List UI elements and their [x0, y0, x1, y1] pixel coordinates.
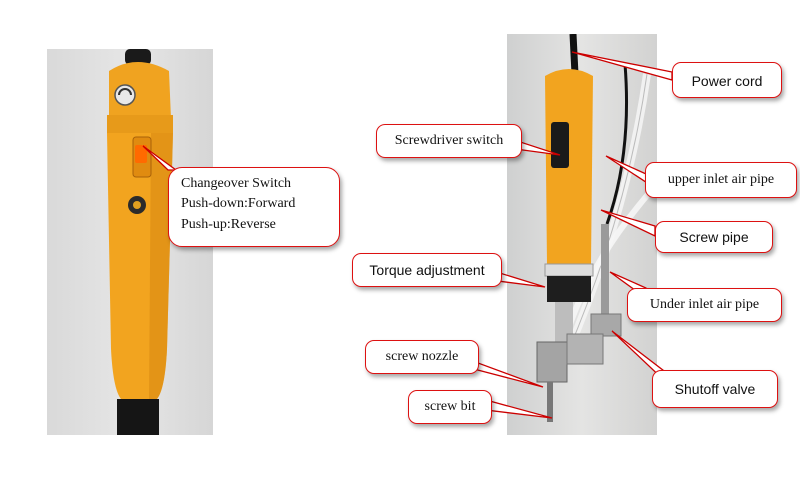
upper-inlet-air-pipe-label: upper inlet air pipe	[667, 172, 775, 187]
callout-screw-nozzle: screw nozzle	[365, 340, 479, 374]
screw-bit-label: screw bit	[424, 399, 476, 414]
callout-screw-bit: screw bit	[408, 390, 492, 424]
torque-adjustment-label: Torque adjustment	[369, 262, 485, 278]
screw-pipe-label: Screw pipe	[679, 229, 749, 245]
callout-screwdriver-switch: Screwdriver switch	[376, 124, 522, 158]
changeover-line-1: Changeover Switch	[181, 176, 292, 191]
power-cord-label: Power cord	[691, 73, 763, 89]
callout-screw-pipe: Screw pipe	[655, 221, 773, 253]
screwdriver-illustration	[107, 49, 173, 435]
callout-shutoff-valve: Shutoff valve	[652, 370, 778, 408]
under-inlet-air-pipe-label: Under inlet air pipe	[649, 297, 760, 312]
screw-nozzle-label: screw nozzle	[385, 349, 459, 364]
screwdriver-switch-label: Screwdriver switch	[394, 133, 504, 148]
callout-power-cord: Power cord	[672, 62, 782, 98]
callout-under-inlet-air-pipe: Under inlet air pipe	[627, 288, 782, 322]
callout-upper-inlet-air-pipe: upper inlet air pipe	[645, 162, 797, 198]
changeover-line-2: Push-down:Forward	[181, 196, 296, 212]
shutoff-valve-label: Shutoff valve	[674, 381, 756, 397]
changeover-line-3: Push-up:Reverse	[181, 216, 276, 232]
callout-changeover-switch: Changeover Switch Push-down:Forward Push…	[168, 167, 340, 247]
callout-torque-adjustment: Torque adjustment	[352, 253, 502, 287]
screwdriver-assembly-photo-right	[507, 34, 657, 435]
assembly-illustration	[536, 34, 657, 422]
